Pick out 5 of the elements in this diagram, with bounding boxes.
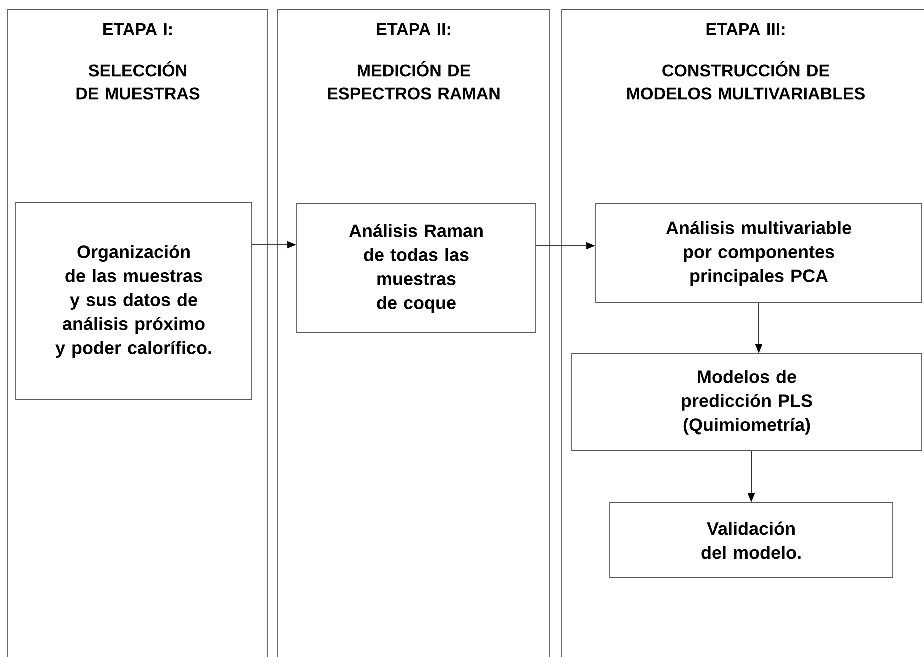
process-box: Organización de las muestras y sus datos de análisis próximo y poder calorífico. [16, 202, 252, 400]
process-box: Análisis multivariable por componentes principales PCA [596, 204, 922, 304]
process-box: Validación del modelo. [610, 502, 894, 578]
process-box: Modelos de predicción PLS (Quimiometría) [572, 354, 922, 452]
process-box: Análisis Raman de todas las muestras de coque [296, 204, 536, 334]
